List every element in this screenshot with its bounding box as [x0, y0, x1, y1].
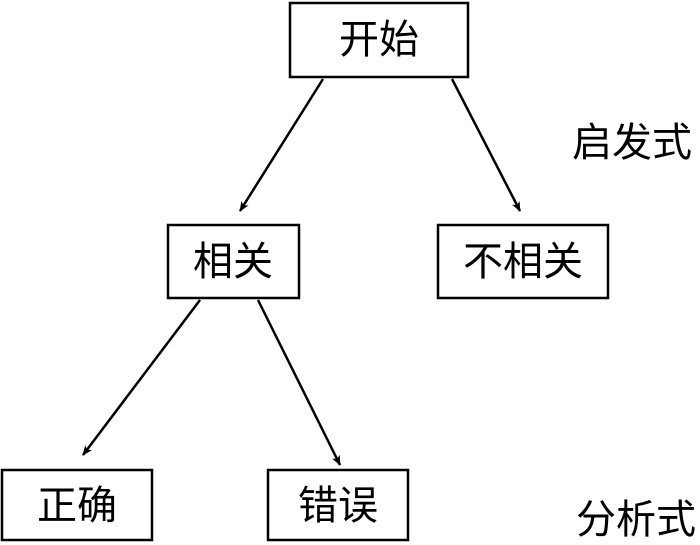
node-start: 开始	[288, 1, 470, 79]
edge-relevant-to-correct	[82, 299, 201, 456]
node-correct: 正确	[0, 468, 154, 542]
node-wrong-box	[266, 468, 410, 542]
node-wrong: 错误	[266, 468, 410, 542]
edge-start-to-relevant	[238, 78, 325, 212]
label-heuristic: 启发式	[572, 120, 692, 166]
node-irrelevant-box	[436, 223, 610, 300]
node-start-box	[288, 1, 470, 79]
label-analytic: 分析式	[576, 497, 696, 543]
node-correct-box	[0, 468, 154, 542]
node-irrelevant: 不相关	[436, 223, 610, 300]
edge-relevant-to-wrong	[256, 299, 342, 466]
edges	[82, 78, 522, 466]
edge-start-to-irrelevant	[450, 78, 522, 212]
node-correct-label: 正确	[37, 483, 117, 529]
node-irrelevant-label: 不相关	[463, 239, 583, 285]
node-start-label: 开始	[339, 17, 419, 63]
node-relevant: 相关	[166, 223, 301, 300]
node-wrong-label: 错误	[298, 483, 378, 529]
node-relevant-label: 相关	[193, 239, 273, 285]
node-relevant-box	[166, 223, 301, 300]
